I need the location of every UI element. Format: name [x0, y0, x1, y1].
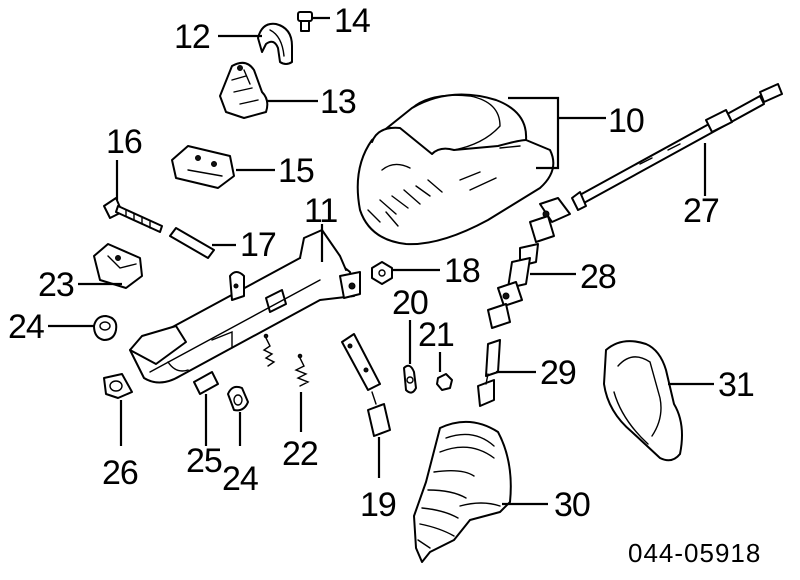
part-13-bracket — [219, 61, 269, 119]
part-16-long-bolt — [103, 197, 163, 233]
part-14-bolt — [297, 11, 313, 32]
callout-21: 21 — [418, 316, 454, 354]
callout-14: 14 — [334, 2, 370, 40]
part-31-cover — [603, 340, 683, 462]
diagram-code: 044-05918 — [628, 538, 761, 568]
part-24-bushing-lower — [227, 385, 249, 412]
callout-27: 27 — [683, 192, 719, 230]
callout-22: 22 — [282, 435, 318, 473]
callout-16: 16 — [106, 123, 142, 161]
callout-13: 13 — [320, 83, 356, 121]
callout-20: 20 — [392, 284, 428, 322]
callout-18: 18 — [444, 252, 480, 290]
part-27-upper-shaft — [571, 83, 783, 211]
part-25-sleeve — [193, 371, 219, 395]
part-10-column-cover — [356, 93, 555, 246]
callout-12: 12 — [174, 18, 210, 56]
callout-17: 17 — [240, 226, 276, 264]
part-11-column-tube — [129, 229, 361, 384]
callout-26: 26 — [102, 454, 138, 492]
part-17-pin — [169, 227, 215, 259]
callout-24-upper: 24 — [8, 308, 44, 346]
callout-11: 11 — [304, 192, 337, 230]
leader-10-bracket — [508, 96, 560, 170]
callout-30: 30 — [554, 486, 590, 524]
callout-29: 29 — [540, 354, 576, 392]
callout-23: 23 — [38, 266, 74, 304]
part-12-clamp — [257, 22, 293, 65]
callout-15: 15 — [278, 152, 314, 190]
callout-28: 28 — [580, 258, 616, 296]
part-19-lock-lever — [341, 333, 391, 437]
part-30-boot — [413, 421, 512, 563]
callout-19: 19 — [360, 486, 396, 524]
part-23-mount-bracket — [93, 243, 143, 289]
callout-31: 31 — [718, 366, 754, 404]
part-22-springs — [262, 333, 310, 387]
part-28-intermediate-shaft — [487, 197, 571, 329]
callout-24-lower: 24 — [222, 460, 258, 498]
part-20-clip — [403, 364, 417, 394]
part-15-bracket-plate — [171, 145, 235, 189]
part-18-nut — [371, 261, 393, 285]
part-24-bushing-upper — [93, 315, 118, 341]
part-21-nut — [436, 373, 453, 391]
part-26-bushing — [103, 373, 133, 399]
callout-10: 10 — [608, 102, 644, 140]
callout-25: 25 — [186, 442, 222, 480]
